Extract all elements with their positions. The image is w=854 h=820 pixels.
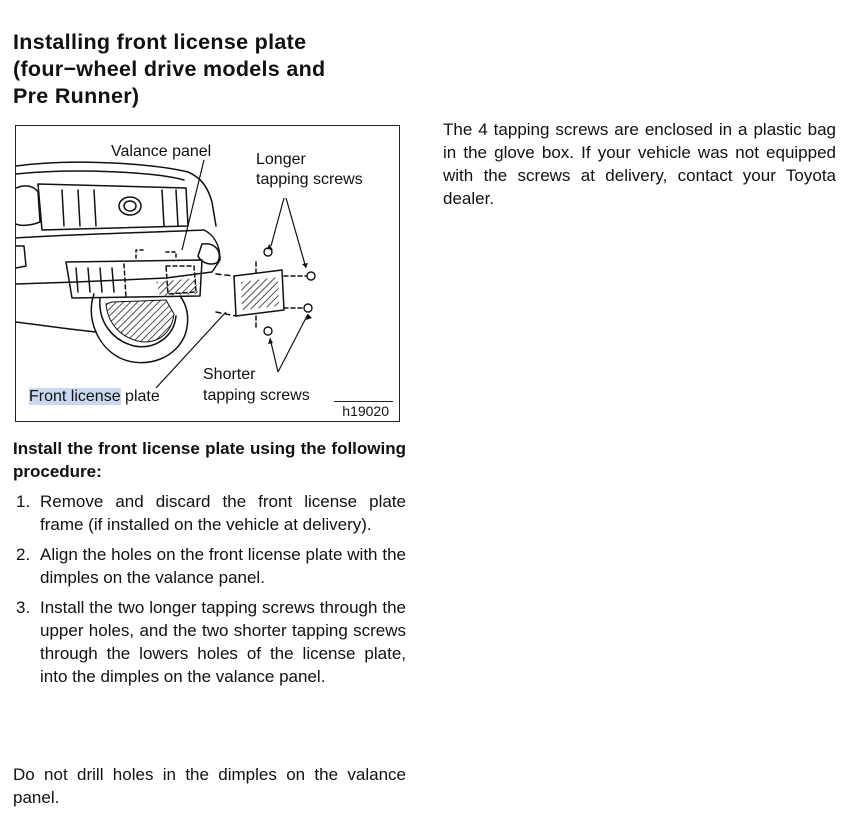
shorter-screws-label-line2: tapping screws xyxy=(203,387,310,404)
procedure-warning-note: Do not drill holes in the dimples on the… xyxy=(13,765,406,807)
figure-code: h19020 xyxy=(334,401,393,419)
step-number: 2. xyxy=(16,545,31,564)
procedure-heading: Install the front license plate using th… xyxy=(13,439,406,481)
longer-screws-label-line1: Longer xyxy=(256,151,306,168)
step-number: 1. xyxy=(16,492,31,511)
procedure-step: 2. Align the holes on the front license … xyxy=(13,543,406,589)
procedure-steps: 1. Remove and discard the front license … xyxy=(13,490,406,695)
procedure-step: 1. Remove and discard the front license … xyxy=(13,490,406,536)
valance-panel-label: Valance panel xyxy=(111,143,212,160)
step-text: Remove and discard the front license pla… xyxy=(40,492,406,534)
step-text: Install the two longer tapping screws th… xyxy=(40,598,406,686)
front-license-plate-label: Front license plate xyxy=(29,387,160,406)
license-plate-illustration: Valance panel Longer tapping screws Shor… xyxy=(15,125,400,422)
procedure-step: 3. Install the two longer tapping screws… xyxy=(13,596,406,688)
title-line-1: Installing front license plate xyxy=(13,30,307,54)
step-number: 3. xyxy=(16,598,31,617)
vehicle-front-drawing xyxy=(16,159,316,389)
front-license-highlight: Front license xyxy=(29,388,121,405)
section-title: Installing front license plate (four−whe… xyxy=(13,29,393,110)
screws-location-note: The 4 tapping screws are enclosed in a p… xyxy=(443,120,836,208)
step-text: Align the holes on the front license pla… xyxy=(40,545,406,587)
title-line-3: Pre Runner) xyxy=(13,84,140,108)
shorter-screws-label-line1: Shorter xyxy=(203,366,256,383)
longer-screws-label-line2: tapping screws xyxy=(256,171,363,188)
title-line-2: (four−wheel drive models and xyxy=(13,57,326,81)
front-license-plate-label-rest: plate xyxy=(120,388,160,405)
